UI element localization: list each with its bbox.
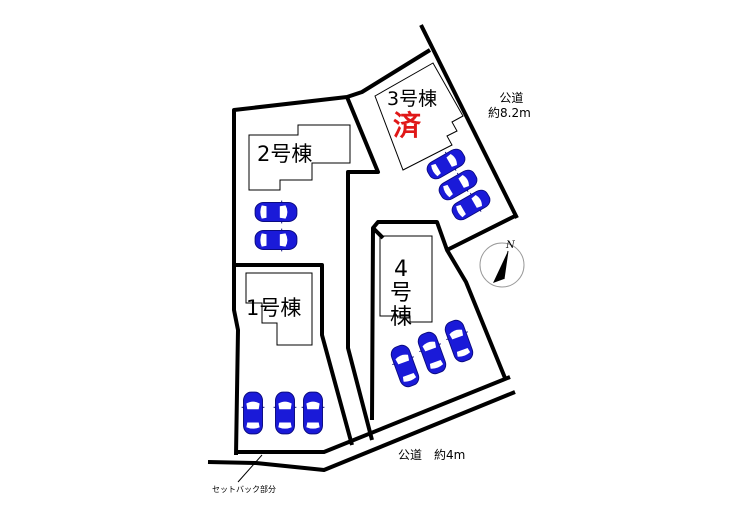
lot-2-label: 2号棟 xyxy=(257,142,313,166)
parking-cars xyxy=(241,144,494,435)
lot-4-label-char: 4 xyxy=(394,257,408,282)
lot-4-label: 4 号 棟 xyxy=(390,258,412,330)
lot-3-label: 3号棟 xyxy=(387,88,438,110)
east-road-type: 公道 xyxy=(499,91,524,105)
lot-4-label-char: 棟 xyxy=(390,305,413,330)
lot-3-sold-badge: 済 xyxy=(393,109,422,142)
setback-leader xyxy=(237,454,263,483)
lot-boundaries xyxy=(207,24,519,472)
lot-4-label-char: 号 xyxy=(390,281,413,306)
east-road-width: 約8.2m xyxy=(488,106,531,120)
east-road-label: 公道 約8.2m xyxy=(488,92,531,119)
building-footprints xyxy=(245,62,464,346)
compass xyxy=(479,242,525,288)
south-road-label: 公道 約4m xyxy=(398,448,466,462)
lot-1-label: 1号棟 xyxy=(246,296,302,320)
setback-label: セットバック部分 xyxy=(212,485,276,494)
compass-north-label: N xyxy=(506,240,515,251)
